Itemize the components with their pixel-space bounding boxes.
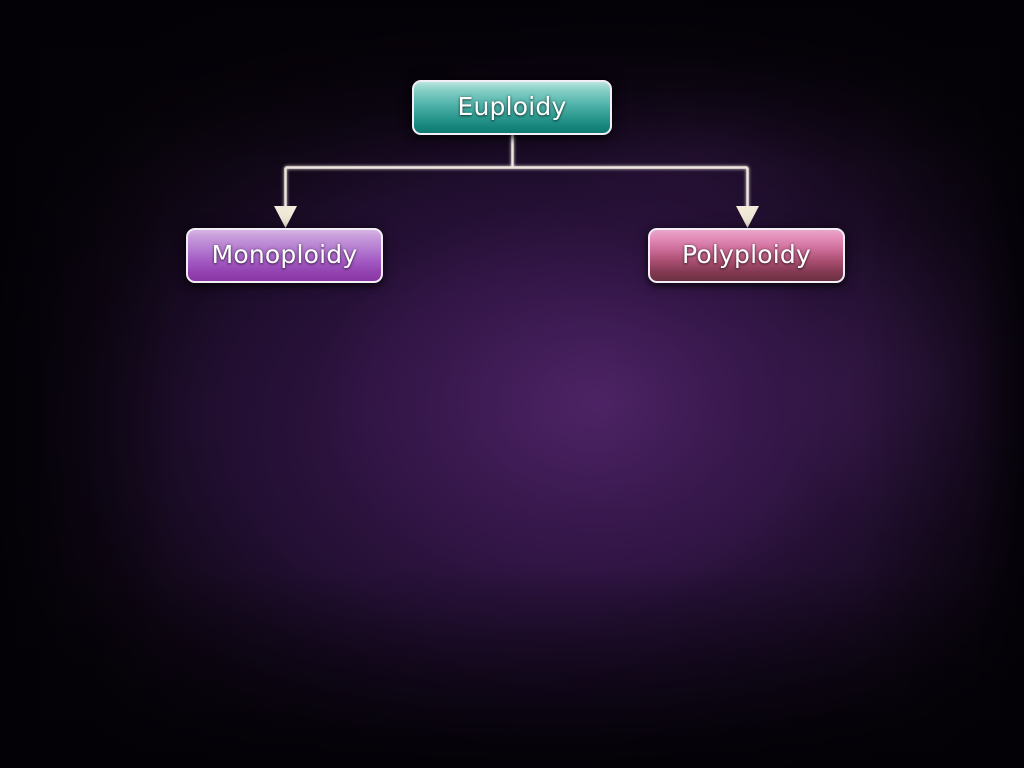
node-euploidy-label: Euploidy	[457, 92, 567, 121]
arrowhead-polyploidy	[736, 206, 759, 228]
node-euploidy[interactable]: Euploidy	[412, 80, 612, 135]
arrowhead-monoploidy	[274, 206, 297, 228]
node-monoploidy-label: Monoploidy	[211, 240, 358, 269]
node-polyploidy-label: Polyploidy	[682, 240, 811, 269]
node-monoploidy[interactable]: Monoploidy	[186, 228, 383, 283]
node-polyploidy[interactable]: Polyploidy	[648, 228, 845, 283]
